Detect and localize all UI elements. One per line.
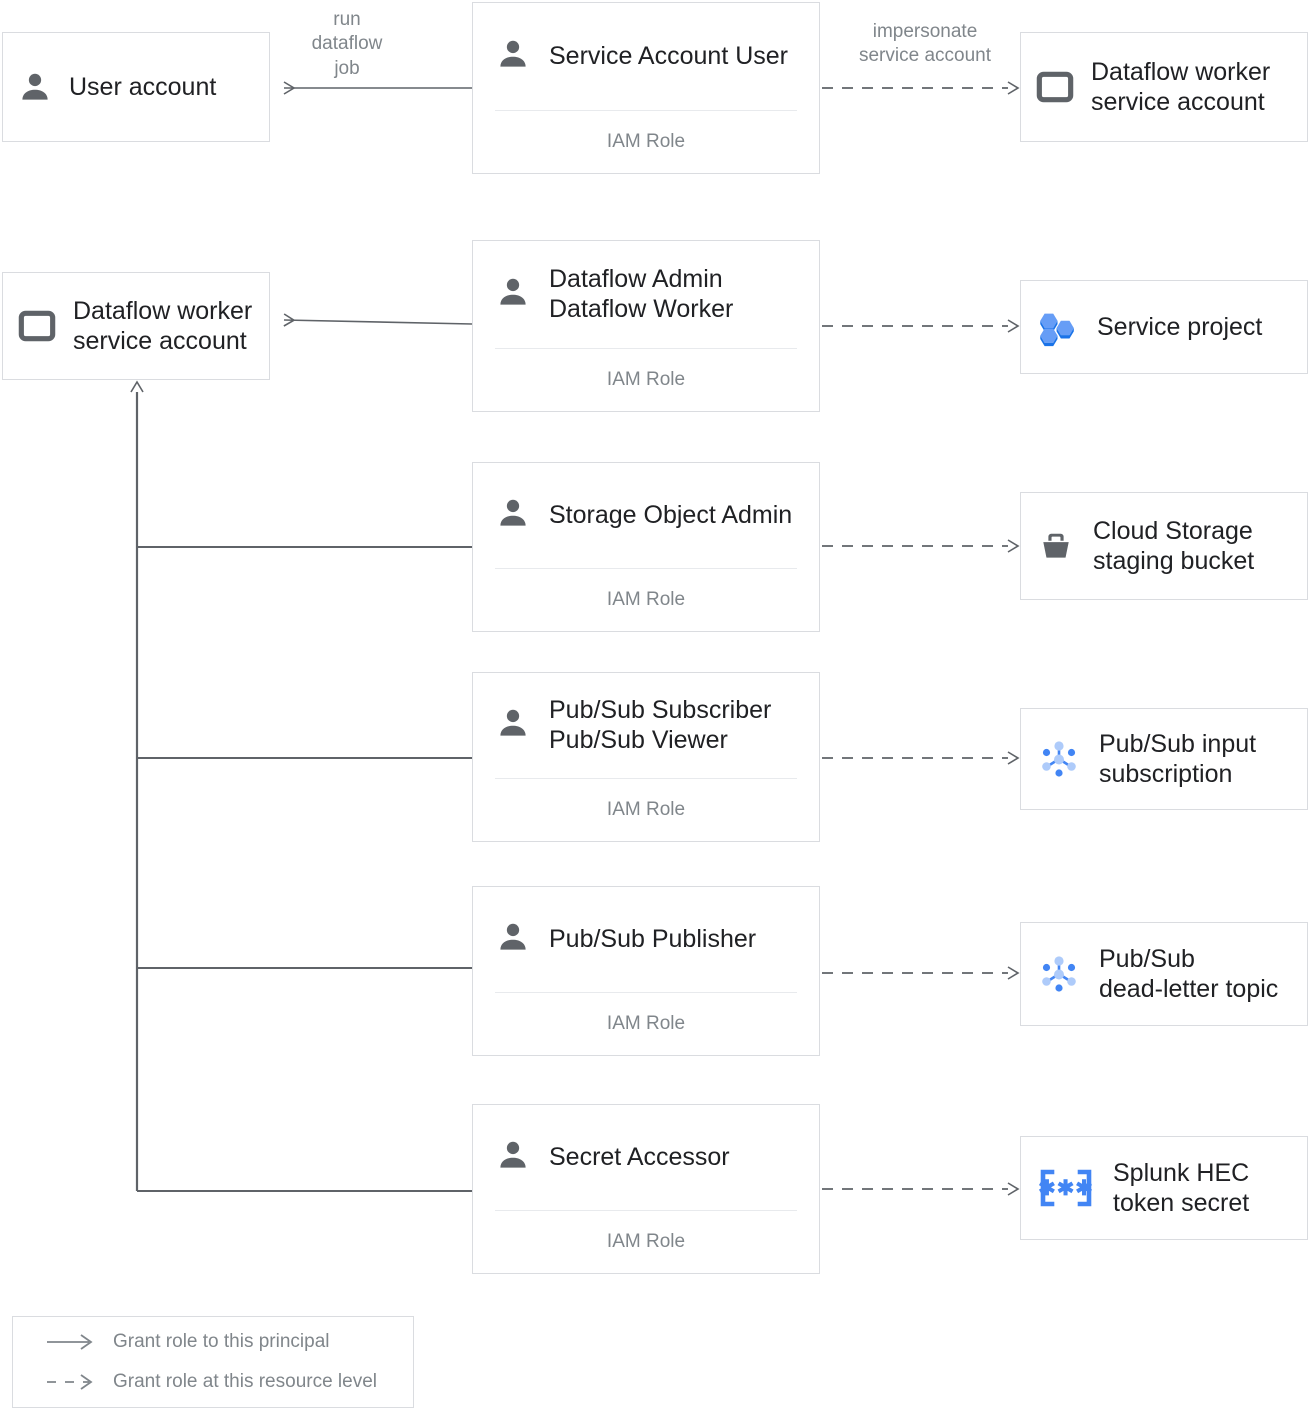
pubsub-icon	[1035, 735, 1083, 783]
person-icon	[495, 274, 531, 315]
resource-pubsub-dead-letter-topic[interactable]: Pub/Sub dead-letter topic	[1020, 922, 1308, 1026]
edge-dataflow-admin-to-dataflow-worker-sa	[283, 313, 473, 327]
legend-item-solid-label: Grant role to this principal	[113, 1331, 330, 1352]
legend-item-solid: Grant role to this principal	[13, 1322, 413, 1362]
resource-service-project[interactable]: Service project	[1020, 280, 1308, 374]
edge-label-impersonate-service-account: impersonate service account	[858, 21, 991, 67]
edge-label-run-dataflow-job: run dataflow job	[311, 9, 383, 79]
person-icon	[17, 69, 53, 105]
role-card-secret-accessor-footer: IAM Role	[606, 1231, 686, 1252]
role-card-pubsub-publisher-header: Pub/Sub Publisher	[473, 887, 819, 992]
role-card-storage-object-admin[interactable]: Storage Object Admin IAM Role	[472, 462, 820, 632]
resource-pubsub-input-subscription[interactable]: Pub/Sub input subscription	[1020, 708, 1308, 810]
divider	[495, 992, 797, 993]
legend-item-dashed-label: Grant role at this resource level	[113, 1371, 378, 1392]
resource-pubsub-dead-letter-topic-label: Pub/Sub dead-letter topic	[1099, 944, 1279, 1004]
resource-splunk-hec-token-secret-label: Splunk HEC token secret	[1113, 1158, 1250, 1218]
legend: Grant role to this principal Grant role …	[12, 1316, 414, 1408]
person-icon	[495, 495, 531, 536]
role-card-pubsub-subscriber-viewer[interactable]: Pub/Sub Subscriber Pub/Sub Viewer IAM Ro…	[472, 672, 820, 842]
role-card-service-account-user-label: Service Account User	[549, 41, 788, 70]
role-card-dataflow-admin-worker-footer: IAM Role	[606, 369, 686, 390]
solid-arrow-icon	[43, 1332, 99, 1352]
role-card-pubsub-publisher[interactable]: Pub/Sub Publisher IAM Role	[472, 886, 820, 1056]
role-card-secret-accessor-label: Secret Accessor	[549, 1142, 730, 1171]
entity-dataflow-worker-service-account-label: Dataflow worker service account	[73, 296, 253, 356]
role-card-secret-accessor-header: Secret Accessor	[473, 1105, 819, 1210]
role-card-dataflow-admin-worker[interactable]: Dataflow Admin Dataflow Worker IAM Role	[472, 240, 820, 412]
role-card-pubsub-subscriber-viewer-label: Pub/Sub Subscriber Pub/Sub Viewer	[549, 696, 772, 754]
cloud-storage-icon	[1035, 525, 1077, 567]
role-card-pubsub-subscriber-viewer-footer: IAM Role	[606, 799, 686, 820]
role-card-service-account-user-header: Service Account User	[473, 3, 819, 110]
divider	[495, 1210, 797, 1211]
role-card-storage-object-admin-label: Storage Object Admin	[549, 500, 793, 529]
dashed-arrow-icon	[43, 1372, 99, 1392]
divider	[495, 110, 797, 111]
resource-splunk-hec-token-secret[interactable]: ✱✱✱ Splunk HEC token secret	[1020, 1136, 1308, 1240]
role-card-storage-object-admin-header: Storage Object Admin	[473, 463, 819, 568]
divider	[495, 348, 797, 349]
entity-user-account-label: User account	[69, 72, 217, 101]
entity-user-account[interactable]: User account	[2, 32, 270, 142]
secret-manager-icon: ✱✱✱	[1035, 1166, 1097, 1210]
role-card-dataflow-admin-worker-header: Dataflow Admin Dataflow Worker	[473, 241, 819, 348]
resource-cloud-storage-staging-bucket[interactable]: Cloud Storage staging bucket	[1020, 492, 1308, 600]
role-card-pubsub-publisher-label: Pub/Sub Publisher	[549, 924, 757, 953]
divider	[495, 568, 797, 569]
resource-service-project-label: Service project	[1097, 312, 1263, 341]
resource-cloud-storage-staging-bucket-label: Cloud Storage staging bucket	[1093, 516, 1255, 576]
role-card-pubsub-subscriber-viewer-header: Pub/Sub Subscriber Pub/Sub Viewer	[473, 673, 819, 778]
role-card-pubsub-publisher-footer: IAM Role	[606, 1013, 686, 1034]
person-icon	[495, 919, 531, 960]
entity-dataflow-worker-service-account[interactable]: Dataflow worker service account	[2, 272, 270, 380]
divider	[495, 778, 797, 779]
role-card-storage-object-admin-footer: IAM Role	[606, 589, 686, 610]
edge-roles-bus-to-dataflow-worker-sa	[130, 380, 472, 1192]
role-card-secret-accessor[interactable]: Secret Accessor IAM Role	[472, 1104, 820, 1274]
resource-dataflow-worker-service-account-label: Dataflow worker service account	[1091, 57, 1271, 117]
person-icon	[495, 705, 531, 746]
resource-pubsub-input-subscription-label: Pub/Sub input subscription	[1099, 729, 1257, 789]
role-card-service-account-user-footer: IAM Role	[606, 131, 686, 152]
resource-dataflow-worker-service-account[interactable]: Dataflow worker service account	[1020, 32, 1308, 142]
role-card-dataflow-admin-worker-label: Dataflow Admin Dataflow Worker	[549, 265, 734, 323]
legend-item-dashed: Grant role at this resource level	[13, 1362, 413, 1402]
service-account-icon	[17, 306, 57, 346]
service-account-icon	[1035, 67, 1075, 107]
project-icon	[1035, 304, 1081, 350]
role-card-service-account-user[interactable]: Service Account User IAM Role	[472, 2, 820, 174]
svg-text:✱✱✱: ✱✱✱	[1038, 1177, 1094, 1200]
pubsub-icon	[1035, 950, 1083, 998]
person-icon	[495, 36, 531, 77]
person-icon	[495, 1137, 531, 1178]
